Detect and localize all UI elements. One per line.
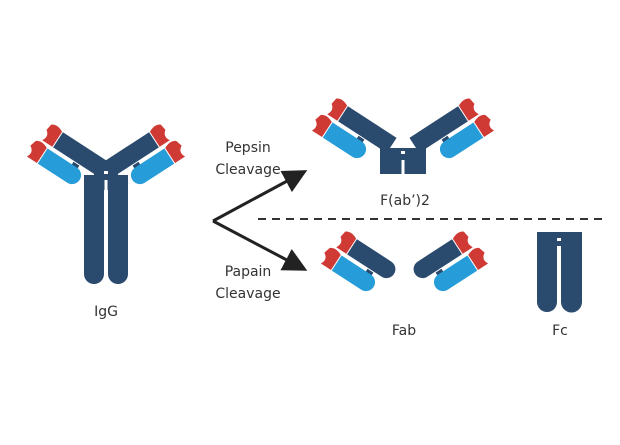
pepsin-label-line2: Cleavage — [215, 162, 280, 178]
fc-label: Fc — [552, 323, 568, 339]
fc-chain-right — [561, 232, 582, 313]
fc-fragment — [537, 232, 582, 313]
papain-label-line1: Papain — [225, 264, 272, 280]
fab-left — [318, 226, 400, 301]
fab-fragments — [318, 226, 491, 301]
papain-arrow — [212, 219, 308, 271]
igg-heavy-chain-left — [84, 175, 104, 284]
fab-label: Fab — [392, 323, 416, 339]
fab-right — [409, 226, 491, 301]
pepsin-arrow — [212, 170, 308, 223]
fab2-label: F(ab’)2 — [380, 193, 430, 209]
papain-label-line2: Cleavage — [215, 286, 280, 302]
igg-heavy-chain-right — [108, 175, 128, 284]
igg-label: IgG — [94, 304, 118, 320]
fab2-fragment — [309, 93, 497, 174]
igg-antibody — [24, 119, 188, 284]
fc-chain-left — [537, 232, 557, 312]
pepsin-label-line1: Pepsin — [225, 140, 271, 156]
